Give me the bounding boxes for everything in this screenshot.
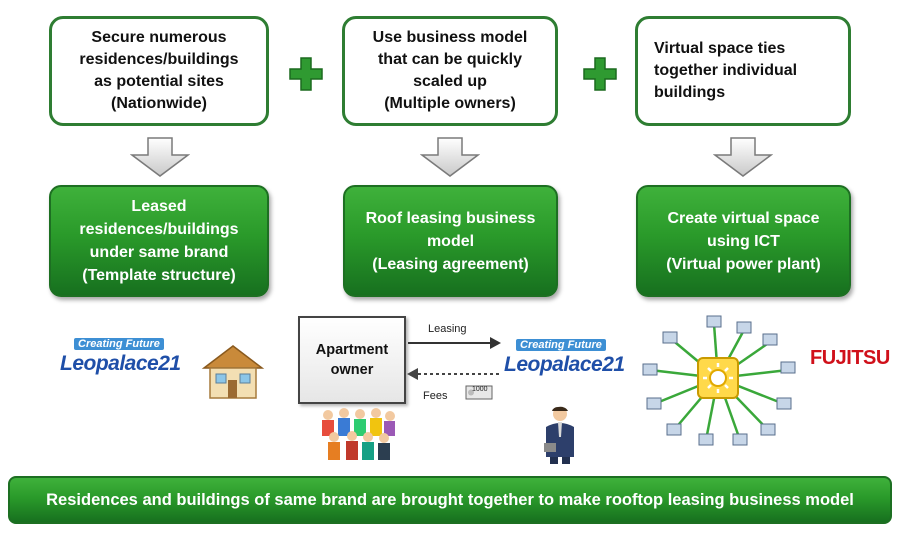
brand-tagline: Creating Future xyxy=(516,339,606,351)
fees-arrow-icon xyxy=(407,368,500,380)
plus-icon xyxy=(583,57,617,91)
top-box-sites-text: Secure numerous residences/buildings as … xyxy=(79,29,239,112)
people-crowd-icon xyxy=(322,408,395,460)
apartment-owner-text: Apartment owner xyxy=(315,342,389,378)
virtual-power-plant-network xyxy=(642,315,796,446)
house-icon xyxy=(201,345,265,399)
green-box-leased: Leased residences/buildings under same b… xyxy=(49,185,269,297)
top-box-virtual-space: Virtual space ties together individual b… xyxy=(635,16,851,126)
green-box-roof-leasing-text: Roof leasing business model (Leasing agr… xyxy=(365,209,536,273)
banknote-value: 1000 xyxy=(472,386,488,393)
leasing-label: Leasing xyxy=(428,323,467,335)
top-box-business-model-text: Use business model that can be quickly s… xyxy=(372,29,528,112)
summary-banner: Residences and buildings of same brand a… xyxy=(8,476,892,524)
brand-name: Leopalace21 xyxy=(504,353,625,376)
green-box-leased-text: Leased residences/buildings under same b… xyxy=(79,198,239,284)
fees-label: Fees xyxy=(423,390,448,402)
apartment-owner-box: Apartment owner xyxy=(298,316,406,404)
leopalace-logo-right: Creating Future Leopalace21 xyxy=(504,339,634,384)
down-arrow-icon xyxy=(420,137,480,177)
green-box-virtual-space-text: Create virtual space using ICT (Virtual … xyxy=(666,209,821,273)
plus-icon xyxy=(289,57,323,91)
down-arrow-icon xyxy=(130,137,190,177)
brand-name: Leopalace21 xyxy=(60,352,181,375)
down-arrow-icon xyxy=(713,137,773,177)
summary-banner-text: Residences and buildings of same brand a… xyxy=(46,490,854,509)
businessman-icon xyxy=(544,406,574,464)
green-box-roof-leasing: Roof leasing business model (Leasing agr… xyxy=(343,185,558,297)
banknote-icon xyxy=(465,385,493,400)
leopalace-logo-left: Creating Future Leopalace21 xyxy=(60,338,190,383)
brand-tagline: Creating Future xyxy=(74,338,164,350)
fujitsu-logo: FUJITSU xyxy=(810,347,890,369)
green-box-virtual-space: Create virtual space using ICT (Virtual … xyxy=(636,185,851,297)
top-box-sites: Secure numerous residences/buildings as … xyxy=(49,16,269,126)
top-box-business-model: Use business model that can be quickly s… xyxy=(342,16,558,126)
top-box-virtual-space-text: Virtual space ties together individual b… xyxy=(654,40,798,101)
leasing-arrow-icon xyxy=(408,337,501,349)
